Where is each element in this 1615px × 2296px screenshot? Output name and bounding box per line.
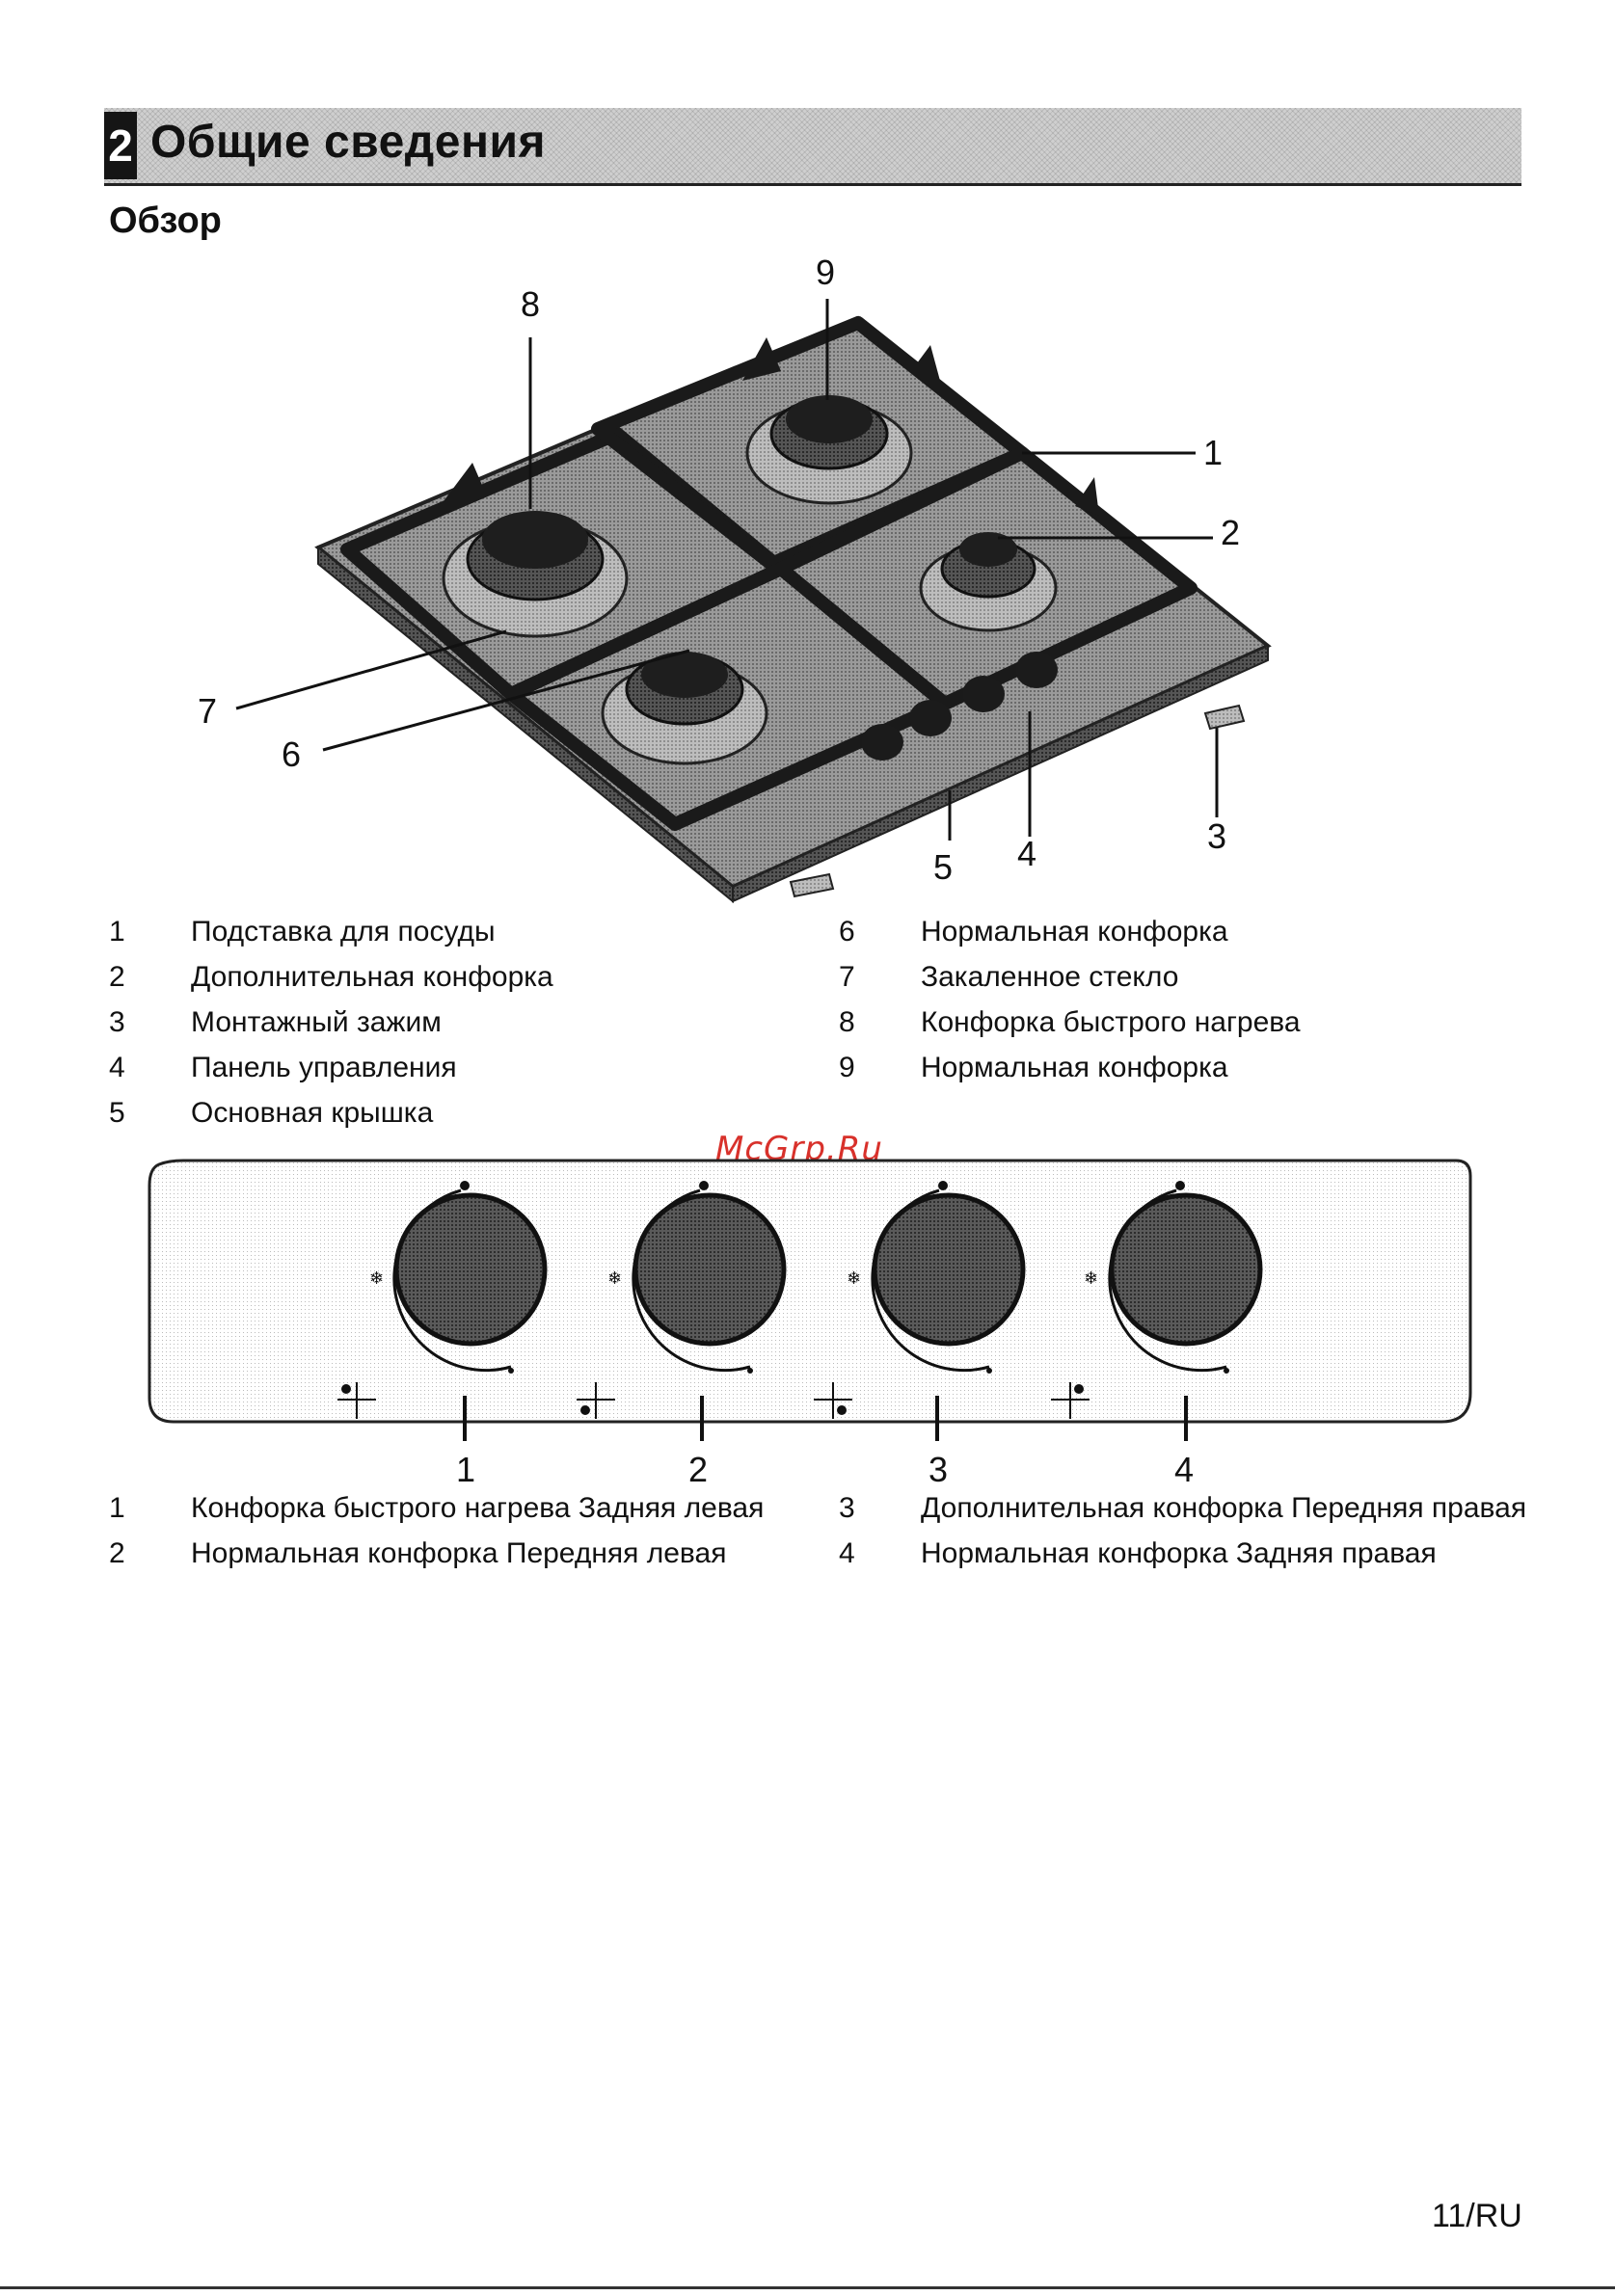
legend-label: Монтажный зажим bbox=[191, 1006, 442, 1038]
section-title: Обзор bbox=[109, 200, 222, 241]
legend-label: Конфорка быстрого нагрева bbox=[921, 1006, 1301, 1038]
legend-number: 3 bbox=[839, 1492, 855, 1524]
burner-rear-left bbox=[442, 511, 629, 638]
legend-number: 8 bbox=[839, 1006, 855, 1038]
knob-callout-3: 3 bbox=[929, 1450, 948, 1489]
callout-3: 3 bbox=[1207, 816, 1226, 856]
legend-label: Панель управления bbox=[191, 1052, 457, 1083]
legend-number: 1 bbox=[109, 916, 125, 948]
chapter-header: 2 Общие сведения bbox=[104, 108, 1521, 186]
control-knob-2: ❄ bbox=[607, 1181, 787, 1374]
knob-legend: 1 Конфорка быстрого нагрева Задняя левая… bbox=[109, 1492, 803, 1589]
legend-number: 2 bbox=[109, 961, 125, 993]
legend-label: Дополнительная конфорка Передняя правая bbox=[921, 1492, 1527, 1524]
callout-5: 5 bbox=[933, 847, 953, 887]
parts-legend-right: 6 Нормальная конфорка 7 Закаленное стекл… bbox=[839, 916, 1514, 1099]
legend-number: 5 bbox=[109, 1097, 125, 1129]
legend-label: Нормальная конфорка Задняя правая bbox=[921, 1537, 1437, 1569]
knob-callout-2: 2 bbox=[688, 1450, 708, 1489]
svg-text:❄: ❄ bbox=[607, 1268, 622, 1289]
callout-2: 2 bbox=[1221, 513, 1240, 552]
svg-text:❄: ❄ bbox=[1084, 1268, 1098, 1289]
bottom-rule bbox=[0, 2286, 1615, 2289]
legend-label: Нормальная конфорка bbox=[921, 1052, 1228, 1083]
burner-rear-right bbox=[745, 395, 913, 505]
hob-illustration: 1 2 3 4 5 6 7 8 9 bbox=[198, 253, 1272, 904]
legend-number: 3 bbox=[109, 1006, 125, 1038]
pan-support-prongs bbox=[444, 337, 1099, 516]
legend-number: 9 bbox=[839, 1052, 855, 1083]
svg-text:❄: ❄ bbox=[369, 1268, 384, 1289]
legend-label: Подставка для посуды bbox=[191, 916, 496, 948]
control-knob-4: ❄ bbox=[1084, 1181, 1263, 1374]
control-knob-3: ❄ bbox=[847, 1181, 1026, 1374]
legend-number: 7 bbox=[839, 961, 855, 993]
burner-front-right bbox=[919, 532, 1058, 632]
burner-position-symbols bbox=[337, 1382, 1090, 1419]
legend-label: Нормальная конфорка Передняя левая bbox=[191, 1537, 727, 1569]
burner-front-left bbox=[601, 652, 768, 765]
knob-callout-numbers: 1 2 3 4 bbox=[456, 1450, 1194, 1489]
mounting-clamp-front bbox=[789, 872, 835, 898]
callout-6: 6 bbox=[282, 734, 301, 774]
knob-legend-right: 3 Дополнительная конфорка Передняя права… bbox=[839, 1492, 1533, 1589]
legend-label: Дополнительная конфорка bbox=[191, 961, 553, 993]
callout-4: 4 bbox=[1017, 834, 1036, 873]
control-knob-1: ❄ bbox=[369, 1181, 548, 1374]
parts-legend: 1 Подставка для посуды 2 Дополнительная … bbox=[109, 916, 784, 1137]
legend-label: Закаленное стекло bbox=[921, 961, 1179, 993]
callout-1: 1 bbox=[1203, 433, 1223, 472]
page-number: 11/RU bbox=[1432, 2198, 1522, 2234]
knob-callout-4: 4 bbox=[1174, 1450, 1194, 1489]
legend-label: Нормальная конфорка bbox=[921, 916, 1228, 948]
legend-number: 1 bbox=[109, 1492, 125, 1524]
knob-leaders bbox=[463, 1396, 1188, 1441]
svg-text:❄: ❄ bbox=[847, 1268, 861, 1289]
callout-7: 7 bbox=[198, 691, 217, 731]
legend-label: Основная крышка bbox=[191, 1097, 434, 1129]
legend-number: 6 bbox=[839, 916, 855, 948]
hob-control-knobs bbox=[861, 652, 1058, 761]
chapter-number: 2 bbox=[104, 112, 137, 179]
legend-number: 4 bbox=[839, 1537, 855, 1569]
legend-label: Конфорка быстрого нагрева Задняя левая bbox=[191, 1492, 765, 1524]
control-panel-frame bbox=[148, 1159, 1472, 1424]
callout-leaders bbox=[235, 299, 1219, 841]
legend-number: 2 bbox=[109, 1537, 125, 1569]
mounting-clamp bbox=[1203, 704, 1246, 731]
callout-9: 9 bbox=[816, 253, 835, 292]
knob-callout-1: 1 bbox=[456, 1450, 475, 1489]
hob-front-edge bbox=[732, 644, 1269, 903]
control-panel-illustration: ❄ ❄ ❄ ❄ bbox=[148, 1159, 1472, 1441]
callout-8: 8 bbox=[521, 284, 540, 324]
legend-number: 4 bbox=[109, 1052, 125, 1083]
chapter-title: Общие сведения bbox=[150, 117, 546, 168]
